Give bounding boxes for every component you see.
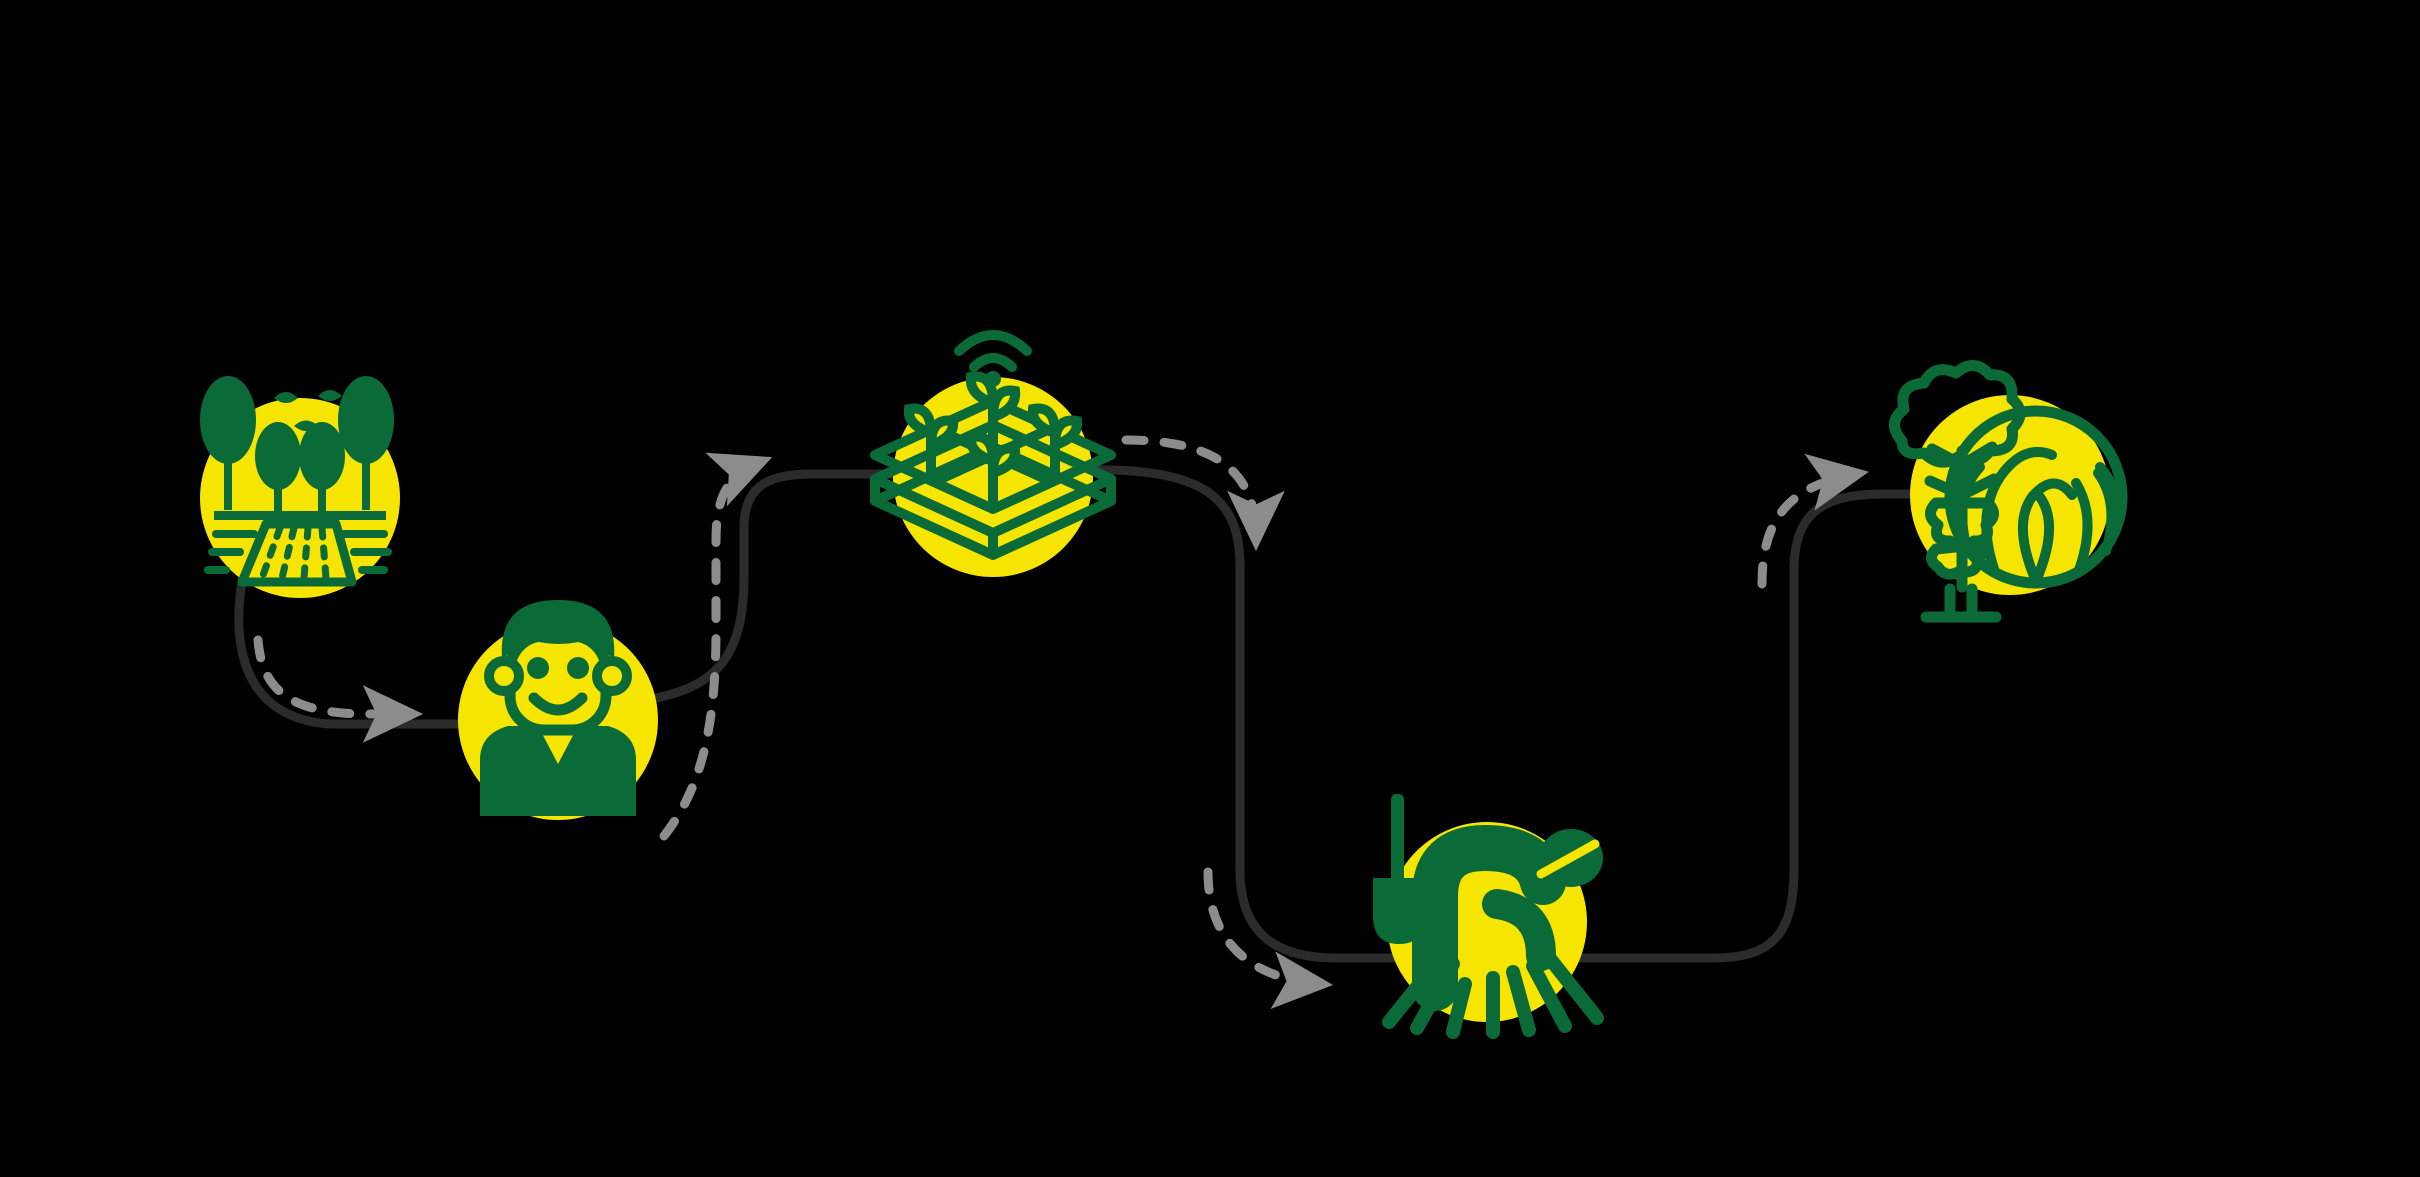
- connector-field-to-farmer: [234, 565, 475, 743]
- connector-dashed-arrow-lower: [1203, 867, 1334, 1009]
- node-field[interactable]: [200, 376, 400, 598]
- connector-solid-path: [1569, 489, 1941, 963]
- connector-solid-path: [641, 469, 905, 705]
- connector-farmer-to-sensors: [641, 452, 905, 841]
- connector-sensors-to-harvest: [1085, 435, 1405, 1009]
- node-produce[interactable]: [1894, 365, 2122, 617]
- connector-harvest-to-produce: [1569, 453, 1941, 963]
- node-layer: [200, 335, 2122, 1032]
- connector-solid-path: [234, 565, 475, 729]
- connector-solid-path: [1085, 465, 1405, 963]
- connector-layer: [234, 435, 1941, 1009]
- connector-dashed-arrow: [1757, 453, 1869, 589]
- node-harvest[interactable]: [1373, 794, 1603, 1032]
- node-farmer[interactable]: [458, 600, 658, 820]
- connector-dashed-arrow: [659, 452, 773, 841]
- node-sensors[interactable]: [875, 335, 1111, 577]
- connector-dashed-arrow: [253, 635, 424, 743]
- connector-dashed-arrow: [1121, 435, 1285, 552]
